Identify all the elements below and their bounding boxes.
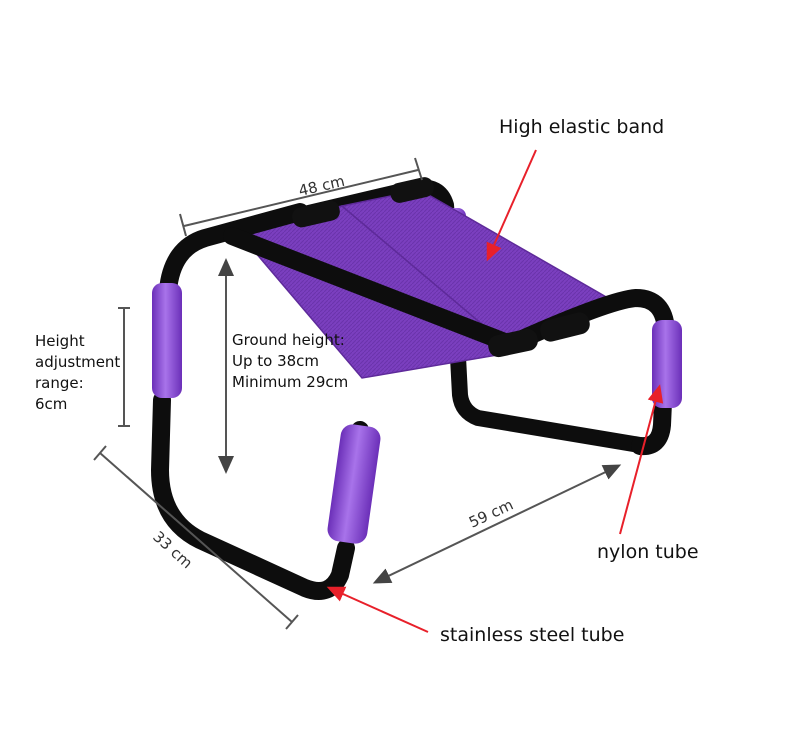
height-adjust-line-3: range: [35, 374, 84, 392]
ground-height-line-2: Up to 38cm [232, 352, 320, 370]
height-adjust-line-2: adjustment [35, 353, 121, 371]
elastic-band-label: High elastic band [499, 116, 665, 138]
ground-height-line-1: Ground height: [232, 331, 345, 349]
dimension-width-label: 48 cm [297, 172, 347, 200]
height-adjustment-label: Height adjustment range: 6cm [35, 331, 120, 415]
height-adjust-line-4: 6cm [35, 395, 68, 413]
nylon-tube-label: nylon tube [597, 541, 699, 563]
ground-height-line-3: Minimum 29cm [232, 373, 349, 391]
steel-tube-label: stainless steel tube [440, 624, 625, 646]
ground-height-label: Ground height: Up to 38cm Minimum 29cm [232, 330, 348, 393]
height-adjust-line-1: Height [35, 332, 85, 350]
dimension-lines [93, 157, 622, 630]
foam-grips [292, 177, 590, 358]
pointer-arrows [326, 149, 664, 633]
